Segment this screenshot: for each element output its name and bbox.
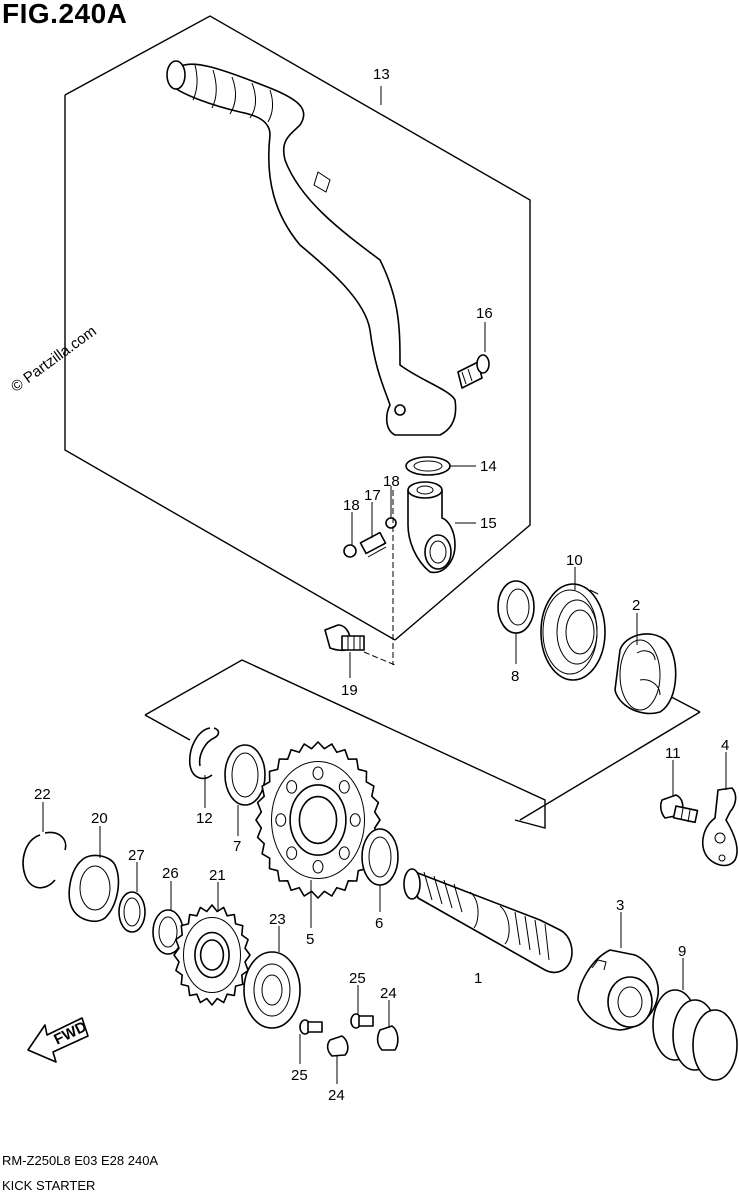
callout-19: 19 bbox=[341, 682, 358, 699]
bolt-16-part bbox=[457, 354, 490, 389]
bolt-25a-part bbox=[299, 1019, 323, 1035]
ball-18b-part bbox=[385, 517, 397, 529]
washer-14-part bbox=[405, 456, 451, 476]
callout-23: 23 bbox=[269, 911, 286, 928]
stopper-4-part bbox=[701, 787, 738, 867]
washer-6-part bbox=[361, 828, 399, 886]
callout-12: 12 bbox=[196, 810, 213, 827]
spring-9-part bbox=[652, 989, 738, 1081]
callout-11: 11 bbox=[665, 745, 681, 762]
plate-23-part bbox=[243, 951, 301, 1029]
spring-17-part bbox=[359, 531, 387, 558]
bolt-19-part bbox=[324, 624, 396, 666]
retainer-20-part bbox=[68, 854, 120, 922]
callout-7: 7 bbox=[233, 838, 241, 855]
guide-2-part bbox=[614, 633, 677, 715]
callout-22: 22 bbox=[34, 786, 51, 803]
callout-25b: 25 bbox=[291, 1067, 308, 1084]
figure-title: FIG.240A bbox=[2, 0, 128, 29]
callout-1: 1 bbox=[474, 970, 482, 987]
ratchet-3-part bbox=[577, 949, 660, 1031]
fwd-arrow-icon: FWD bbox=[27, 1017, 90, 1063]
kick-shaft-1-part bbox=[403, 868, 573, 974]
leader-lines bbox=[42, 86, 727, 1084]
callout-17: 17 bbox=[364, 487, 381, 504]
washer-24b-part bbox=[376, 1025, 399, 1051]
callout-2: 2 bbox=[632, 597, 640, 614]
footer-model-code: RM-Z250L8 E03 E28 240A bbox=[2, 1153, 159, 1168]
callout-26: 26 bbox=[162, 865, 179, 882]
washer-27-part bbox=[118, 891, 146, 933]
callout-5: 5 bbox=[306, 931, 314, 948]
kick-spring-10-part bbox=[540, 583, 606, 681]
callout-8: 8 bbox=[511, 668, 519, 685]
callout-25: 25 bbox=[349, 970, 366, 987]
callout-13: 13 bbox=[373, 66, 390, 83]
idle-gear-21-part bbox=[173, 904, 251, 1006]
callout-24: 24 bbox=[380, 985, 397, 1002]
callout-21: 21 bbox=[209, 867, 226, 884]
upper-assembly-frame bbox=[64, 15, 531, 641]
callout-18b: 18 bbox=[383, 473, 400, 490]
callout-6: 6 bbox=[375, 915, 383, 932]
callout-24b: 24 bbox=[328, 1087, 345, 1104]
washer-7-part bbox=[224, 744, 266, 806]
circlip-12-part bbox=[188, 727, 220, 780]
callout-27: 27 bbox=[128, 847, 145, 864]
washer-24a-part bbox=[326, 1035, 349, 1057]
callout-labels: 13 16 14 18 17 18 15 10 8 2 19 4 11 22 2… bbox=[34, 66, 729, 1104]
callout-10: 10 bbox=[566, 552, 583, 569]
callout-4: 4 bbox=[721, 737, 729, 754]
callout-18: 18 bbox=[343, 497, 360, 514]
callout-20: 20 bbox=[91, 810, 108, 827]
callout-15: 15 bbox=[480, 515, 497, 532]
bolt-11-part bbox=[659, 794, 699, 824]
bolt-25b-part bbox=[350, 1013, 374, 1029]
ball-18-part bbox=[343, 544, 357, 558]
callout-14: 14 bbox=[480, 458, 497, 475]
kick-lever-part bbox=[166, 60, 457, 436]
footer-section-title: KICK STARTER bbox=[2, 1178, 96, 1193]
callout-9: 9 bbox=[678, 943, 686, 960]
seal-8-part bbox=[497, 580, 535, 634]
callout-3: 3 bbox=[616, 897, 624, 914]
lower-assembly-frame bbox=[144, 659, 701, 829]
kick-gear-5-part bbox=[255, 741, 381, 899]
circlip-22-part bbox=[22, 831, 67, 889]
callout-16: 16 bbox=[476, 305, 493, 322]
kick-boss-15-part bbox=[407, 481, 456, 574]
